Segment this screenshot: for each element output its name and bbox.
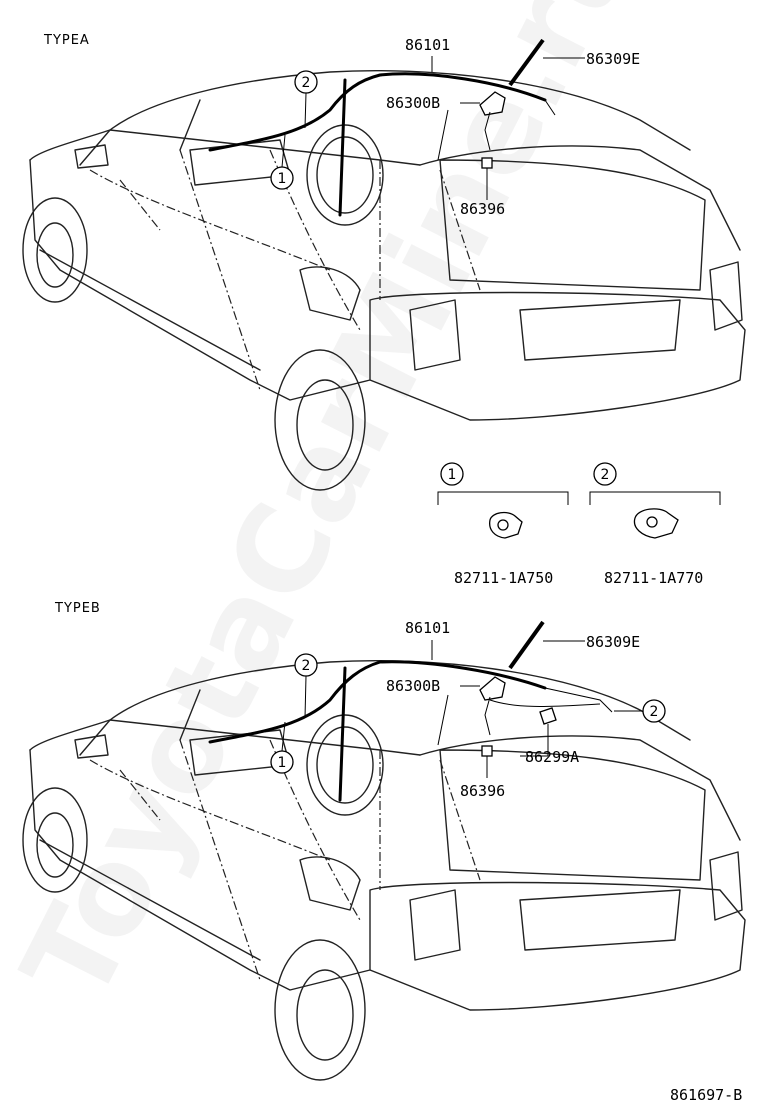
- type-a-grommet: [481, 157, 493, 169]
- type-b-connector-86299a: [539, 707, 557, 725]
- type-a-antenna-rod: [508, 38, 545, 87]
- type-a-label-86101: 86101: [405, 36, 450, 54]
- type-b-label-86396: 86396: [460, 782, 505, 800]
- type-b-antenna-base: [479, 676, 506, 701]
- type-b-grommet: [481, 745, 493, 757]
- type-a-antenna-base: [479, 91, 506, 116]
- detail-callout-2-label: 2: [601, 467, 610, 483]
- type-b-antenna-rod: [508, 620, 545, 670]
- type-b-section: TYPEB 86101 86309E 86300B 86299A 86396 2…: [22, 601, 746, 1081]
- type-b-antenna-cable-pillar: [338, 666, 347, 802]
- type-a-section: TYPEA 86101 86309E 86300B 86396 2 1 1: [22, 33, 746, 587]
- type-b-callout-2-label: 2: [302, 658, 311, 674]
- figure-code: 861697-B: [670, 1086, 742, 1104]
- type-a-callout-2-label: 2: [302, 75, 311, 91]
- type-a-callout-1-label: 1: [278, 171, 287, 187]
- type-a-antenna-cable: [208, 72, 547, 152]
- type-b-callout-2-rear-label: 2: [650, 704, 659, 720]
- detail-callout-1-label: 1: [448, 467, 457, 483]
- type-b-title: TYPEB: [54, 601, 101, 616]
- detail-callout-2: [593, 462, 617, 486]
- type-a-title: TYPEA: [43, 33, 90, 48]
- type-b-callout-1-label: 1: [278, 755, 287, 771]
- type-b-label-86300b: 86300B: [386, 677, 440, 695]
- type-a-label-86396: 86396: [460, 200, 505, 218]
- detail-part-82711-1a770: 82711-1A770: [604, 569, 703, 587]
- detail-part-82711-1a750: 82711-1A750: [454, 569, 553, 587]
- type-a-antenna-cable-pillar: [338, 78, 347, 217]
- detail-callout-1: [440, 462, 464, 486]
- type-b-label-86299a: 86299A: [525, 748, 579, 766]
- type-a-label-86309e: 86309E: [586, 50, 640, 68]
- type-b-label-86101: 86101: [405, 619, 450, 637]
- type-a-label-86300b: 86300B: [386, 94, 440, 112]
- type-b-label-86309e: 86309E: [586, 633, 640, 651]
- type-b-antenna-cable: [208, 660, 547, 744]
